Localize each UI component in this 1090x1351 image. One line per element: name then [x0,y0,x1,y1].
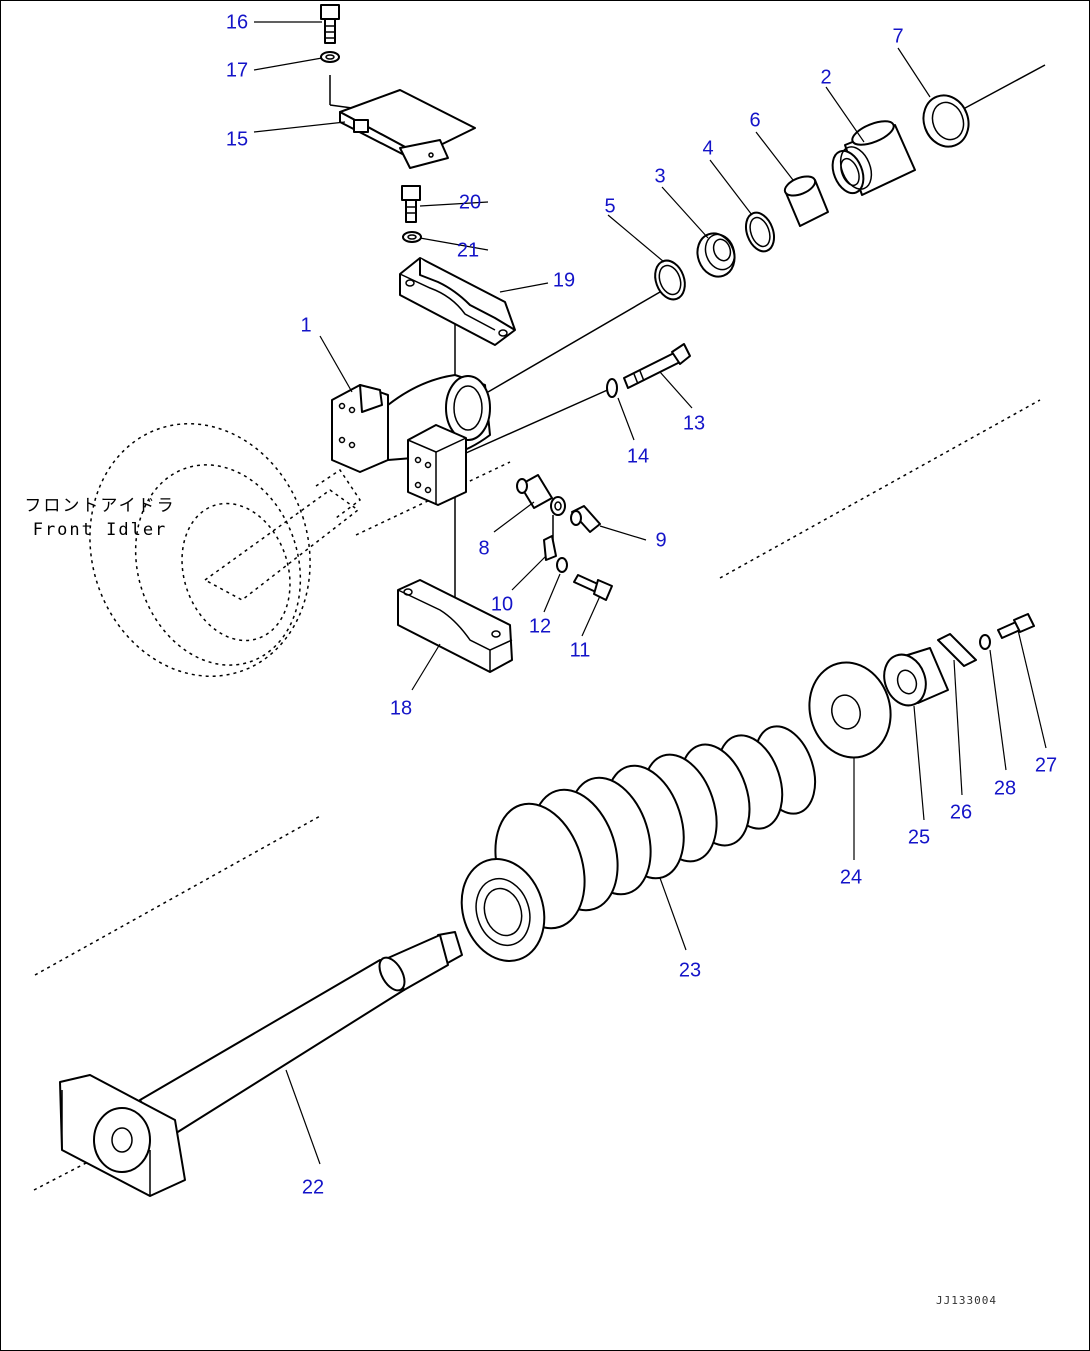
part-19-upper-cap [399,257,516,346]
part-16-bolt [320,4,340,44]
callout-3: 3 [654,165,665,187]
callout-22: 22 [302,1176,324,1198]
callout-12: 12 [529,615,551,637]
part-28-washer [979,634,991,650]
front-idler-label-english: Front Idler [32,520,168,540]
part-9-plug [570,505,601,533]
callout-25: 25 [908,826,930,848]
callout-4: 4 [702,137,713,159]
part-21-washer [402,231,422,243]
callout-10: 10 [491,593,513,615]
callout-1: 1 [300,314,311,336]
part-11-bolt [573,574,613,601]
callout-5: 5 [604,195,615,217]
part-5-snap-ring [654,259,686,301]
callout-6: 6 [749,109,760,131]
part-8-grease-fitting [516,474,566,516]
part-1-yoke [331,374,491,506]
part-2-housing [831,120,916,196]
callout-13: 13 [683,412,705,434]
callout-20: 20 [459,191,481,213]
leader-lines [253,21,1047,1165]
callout-18: 18 [390,697,412,719]
callout-19: 19 [553,269,575,291]
callout-16: 16 [226,11,248,33]
front-idler-label-japanese: フロントアイドラ [24,496,176,516]
part-24-plate [808,661,892,759]
front-idler-phantom [89,423,362,677]
callout-24: 24 [840,866,862,888]
callout-21: 21 [457,239,479,261]
front-idler-reference-label: フロントアイドラ Front Idler [20,494,180,542]
callout-17: 17 [226,59,248,81]
part-10-clip [543,515,557,561]
callout-9: 9 [655,529,666,551]
part-23-spring [460,725,817,962]
callout-8: 8 [478,537,489,559]
callout-11: 11 [570,639,591,661]
part-27-bolt [997,613,1035,639]
part-12-washer [556,557,568,573]
callout-numbers: 16 17 15 20 21 19 1 5 3 4 6 2 7 13 14 8 … [226,11,1057,1198]
callout-26: 26 [950,801,972,823]
callout-23: 23 [679,959,701,981]
callout-2: 2 [820,66,831,88]
callout-28: 28 [994,777,1016,799]
part-7-seal-ring [922,94,970,148]
part-6-bushing [783,175,829,227]
part-25-collar [883,647,949,707]
part-26-lock-plate [937,633,977,667]
part-22-rod [59,931,463,1197]
callout-14: 14 [627,445,649,467]
part-17-washer [320,51,340,63]
part-13-bolt [623,343,691,389]
part-3-bearing [696,232,736,278]
callout-7: 7 [892,25,903,47]
drawing-code: JJ133004 [936,1294,997,1307]
callout-27: 27 [1035,754,1057,776]
part-4-ring [744,211,776,253]
part-20-bolt [401,185,421,223]
part-14-washer [606,378,618,398]
part-15-cover-plate [339,89,476,169]
callout-15: 15 [226,128,248,150]
part-18-lower-cap [397,579,513,673]
